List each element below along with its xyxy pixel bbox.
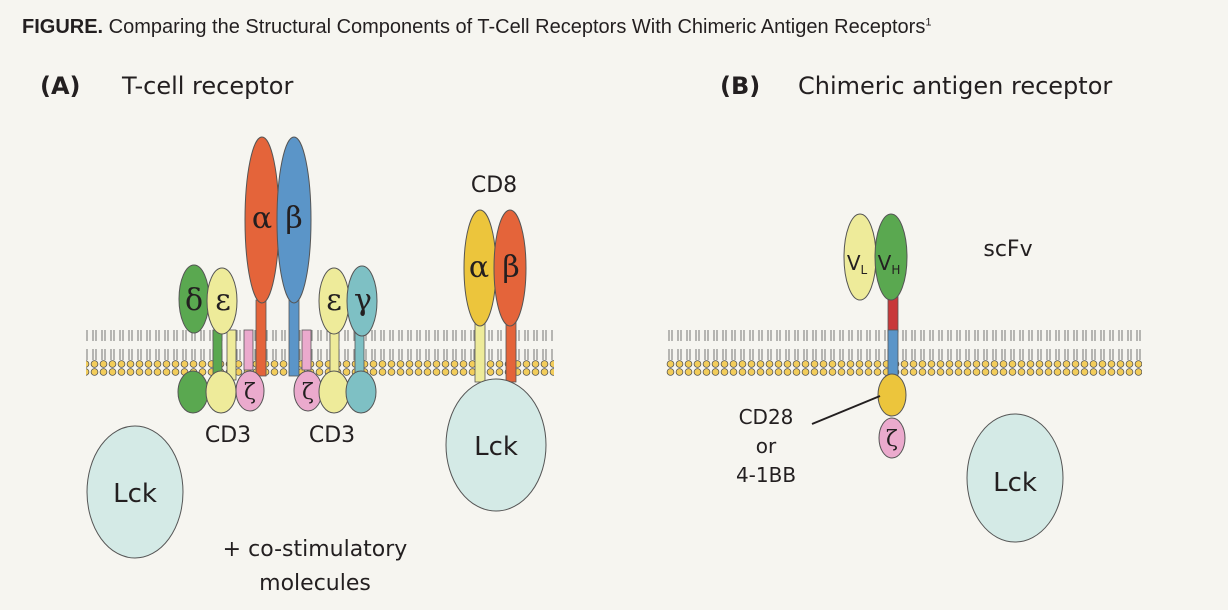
cd3-label-left: CD3 <box>205 423 251 448</box>
gamma-label: γ <box>354 283 372 318</box>
lck-car-label: Lck <box>993 468 1037 498</box>
cd8-beta-label: β <box>502 250 519 285</box>
zeta-stalk-left <box>243 329 254 371</box>
alpha-label: α <box>252 201 272 236</box>
cd8-label: CD8 <box>471 173 517 198</box>
vh-label: VH <box>878 251 901 277</box>
cd8-beta-chain <box>493 209 527 327</box>
epsilon-domain-left <box>206 267 238 335</box>
lck-car <box>966 413 1064 543</box>
panel-b-label: (B) <box>720 72 760 100</box>
cd8-alpha-label: α <box>469 250 489 285</box>
beta-label: β <box>285 201 302 236</box>
zeta-stalk-right <box>301 329 312 371</box>
zeta-label-right: ζ <box>302 380 314 405</box>
epsilon-stalk-left <box>226 329 237 381</box>
cd8-beta-stalk <box>505 321 517 383</box>
beta-stalk <box>288 299 300 377</box>
gamma-intracellular <box>345 370 377 414</box>
alpha-stalk <box>255 299 267 377</box>
panel-a-title: T-cell receptor <box>121 72 293 100</box>
zeta-label-left: ζ <box>244 380 256 405</box>
or-label: or <box>756 434 777 458</box>
costim-line2: molecules <box>259 571 371 596</box>
car-zeta-label: ζ <box>886 427 898 452</box>
epsilon-intracellular-left <box>205 370 237 414</box>
scfv-label: scFv <box>983 237 1032 262</box>
epsilon-intracellular-right <box>318 370 350 414</box>
zeta-domain-left <box>235 370 265 412</box>
vh-domain <box>874 213 908 301</box>
caption-lead: FIGURE. <box>22 16 104 38</box>
epsilon-label-left: ε <box>215 283 231 318</box>
costim-domain <box>877 373 907 417</box>
41bb-label: 4-1BB <box>736 463 796 487</box>
lck-left <box>86 425 184 559</box>
lck-right-label: Lck <box>474 432 518 462</box>
cd3-label-right: CD3 <box>309 423 355 448</box>
lck-right <box>445 378 547 512</box>
panel-a-label: (A) <box>40 72 81 100</box>
car-hinge <box>887 295 899 333</box>
car-zeta-domain <box>878 417 906 459</box>
costim-line1: + co-stimulatory <box>223 537 408 562</box>
membrane-b <box>666 330 1142 376</box>
caption-text: Comparing the Structural Components of T… <box>103 16 926 38</box>
delta-label: δ <box>185 283 203 318</box>
costim-pointer-line <box>811 395 881 425</box>
lck-left-label: Lck <box>113 479 157 509</box>
panel-b-title: Chimeric antigen receptor <box>798 72 1112 100</box>
cd28-label: CD28 <box>739 405 794 429</box>
beta-chain <box>276 136 312 304</box>
epsilon-label-right: ε <box>326 283 342 318</box>
gamma-domain <box>346 265 378 337</box>
car-transmembrane <box>887 329 899 377</box>
caption-superscript: 1 <box>925 16 932 29</box>
figure-caption: FIGURE. Comparing the Structural Compone… <box>22 16 931 39</box>
delta-intracellular <box>177 370 209 414</box>
cd8-alpha-stalk <box>474 321 486 383</box>
vl-label: VL <box>847 251 868 277</box>
